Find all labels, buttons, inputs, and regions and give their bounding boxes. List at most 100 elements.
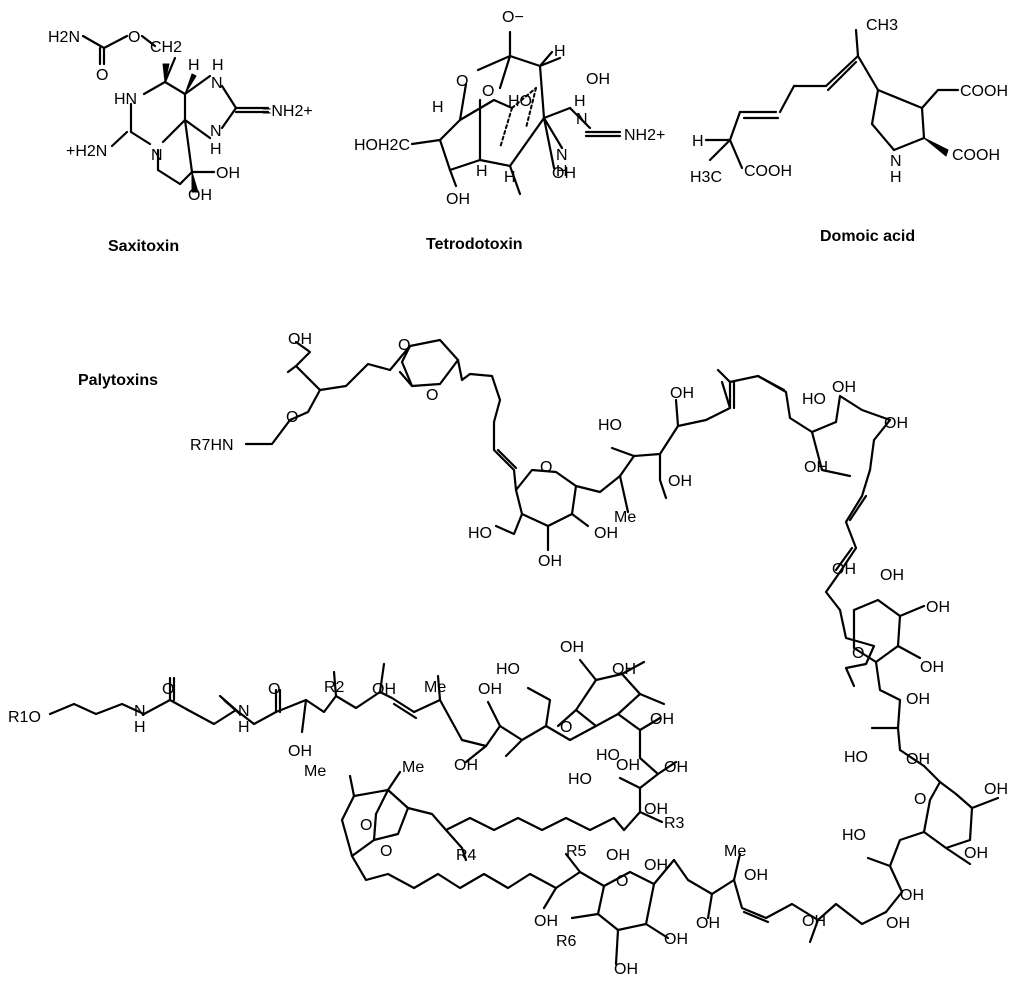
saxitoxin-structure: H2N O CH2 O H HN H N =NH2+ N H +H2N N OH…	[48, 29, 313, 204]
sax-h2n-label: H2N	[48, 29, 80, 46]
pal-me-4: Me	[402, 759, 424, 776]
pal-o-amide1: O	[162, 681, 174, 698]
sax-n-right-top-label: N	[211, 75, 223, 92]
pal-ho-3: HO	[596, 747, 620, 764]
pal-me-5: Me	[724, 843, 746, 860]
sax-n-right-bottom-label: N	[210, 123, 222, 140]
saxitoxin-caption: Saxitoxin	[108, 238, 180, 255]
ttx-oh-bottom-right-label: OH	[552, 165, 576, 182]
pal-oh-26: OH	[644, 801, 668, 818]
ttx-h-top-label: H	[554, 43, 566, 60]
pal-o-thf: O	[286, 409, 298, 426]
pal-oh-25: OH	[664, 759, 688, 776]
pal-o-pyran2: O	[852, 645, 864, 662]
pal-ho-7: HO	[496, 661, 520, 678]
pal-me-3: Me	[304, 763, 326, 780]
pal-oh-19: OH	[288, 743, 312, 760]
pal-oh-23: OH	[650, 711, 674, 728]
ttx-hoh2c-label: HOH2C	[354, 137, 410, 154]
sax-h-right-bottom-label: H	[210, 141, 222, 158]
pal-o-pyran1: O	[540, 459, 552, 476]
pal-r7hn: R7HN	[190, 437, 234, 454]
ttx-nh-label: H	[574, 93, 586, 110]
pal-r2: R2	[324, 679, 345, 696]
domoic-nh-label: N	[890, 153, 902, 170]
pal-ho-6: HO	[842, 827, 866, 844]
pal-o-b1: O	[360, 817, 372, 834]
pal-oh-13: OH	[906, 751, 930, 768]
pal-n-1: N	[134, 703, 146, 720]
ttx-h-bottom-label: H	[556, 163, 568, 180]
pal-oh-9: OH	[880, 567, 904, 584]
pal-oh-29: OH	[644, 857, 668, 874]
tetrodotoxin-structure: O− H OH O O H H N NH2+ HOH2C N H HO H H …	[354, 9, 665, 208]
pal-oh-34: OH	[886, 915, 910, 932]
pal-ho-1: HO	[598, 417, 622, 434]
domoic-acid-caption: Domoic acid	[820, 228, 916, 245]
sax-o-carbonyl-label: O	[96, 67, 108, 84]
pal-oh-3: OH	[538, 553, 562, 570]
domoic-h-label: H	[692, 133, 704, 150]
pal-me-1: Me	[614, 509, 636, 526]
pal-oh-12: OH	[906, 691, 930, 708]
pal-r1o: R1O	[8, 709, 41, 726]
domoic-h3c-label: H3C	[690, 169, 722, 186]
ttx-n-label: N	[576, 111, 588, 128]
pal-oh-11: OH	[920, 659, 944, 676]
pal-h-2: H	[238, 719, 250, 736]
pal-n-2: N	[238, 703, 250, 720]
pal-oh-1: OH	[670, 385, 694, 402]
pal-oh-6: OH	[884, 415, 908, 432]
pal-r6: R6	[556, 933, 577, 950]
sax-nh2-plus-label: =NH2+	[262, 103, 313, 120]
pal-nh-1: H	[134, 719, 146, 736]
pal-oh-24: OH	[616, 757, 640, 774]
pal-r3: R3	[664, 815, 685, 832]
pal-oh-30: OH	[664, 931, 688, 948]
pal-oh-32: OH	[696, 915, 720, 932]
pal-oh-2: OH	[594, 525, 618, 542]
pal-o-b2: O	[380, 843, 392, 860]
pal-oh-18: OH	[478, 681, 502, 698]
pal-o-bicyclo1: O	[398, 337, 410, 354]
pal-oh-8: OH	[832, 561, 856, 578]
ttx-h-2-label: H	[504, 169, 516, 186]
sax-h-right-top-label: H	[212, 57, 224, 74]
pal-r5: R5	[566, 843, 587, 860]
domoic-acid-structure: CH3 COOH H H3C COOH N H COOH	[690, 17, 1008, 186]
sax-o-ester-label: O	[128, 29, 140, 46]
pal-o-pyran4: O	[560, 719, 572, 736]
pal-oh-thf: OH	[288, 331, 312, 348]
palytoxins-caption: Palytoxins	[78, 372, 159, 389]
ttx-nh2-plus-label: NH2+	[624, 127, 665, 144]
pal-oh-5: OH	[832, 379, 856, 396]
pal-r4: R4	[456, 847, 477, 864]
sax-h-top-label: H	[188, 57, 200, 74]
sax-oh-2-label: OH	[188, 187, 212, 204]
pal-oh-31: OH	[614, 961, 638, 978]
pal-oh-27: OH	[606, 847, 630, 864]
domoic-cooh-top-label: COOH	[960, 83, 1008, 100]
ttx-h-1-label: H	[476, 163, 488, 180]
pal-oh-33: OH	[802, 913, 826, 930]
pal-oh-15: OH	[964, 845, 988, 862]
pal-ho-2: HO	[468, 525, 492, 542]
domoic-ch3-label: CH3	[866, 17, 898, 34]
palytoxin-structure: OH O R7HN O O O HO OH HO OH OH Me OH HO …	[8, 331, 1008, 978]
pal-o-bicyclo2: O	[426, 387, 438, 404]
pal-ho-5: HO	[844, 749, 868, 766]
pal-oh-35: OH	[744, 867, 768, 884]
domoic-cooh-left-label: COOH	[744, 163, 792, 180]
pal-ho-8: HO	[568, 771, 592, 788]
pal-oh-20: OH	[560, 639, 584, 656]
pal-o-pyran5: O	[616, 873, 628, 890]
pal-oh-16: OH	[900, 887, 924, 904]
pal-me-2: Me	[424, 679, 446, 696]
ttx-oh-mid-label: HO	[508, 93, 532, 110]
ttx-o-ring2-label: O	[482, 83, 494, 100]
ttx-o-ring1-label: O	[456, 73, 468, 90]
ttx-oh-top-label: OH	[586, 71, 610, 88]
pal-ho-4: HO	[802, 391, 826, 408]
pal-oh-22: OH	[454, 757, 478, 774]
tetrodotoxin-caption: Tetrodotoxin	[426, 236, 523, 253]
